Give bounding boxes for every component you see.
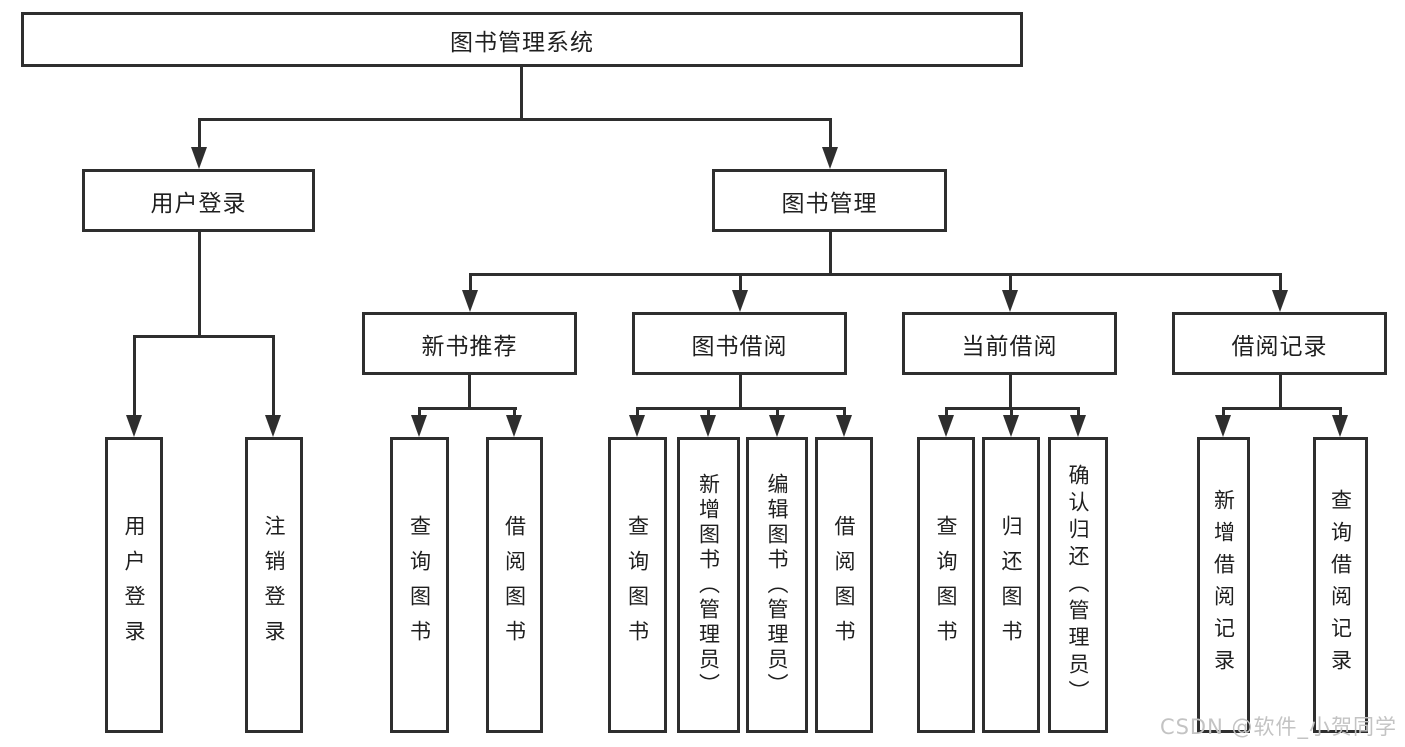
connector-records-drop2 <box>1339 407 1342 419</box>
leaf-query-books-current-label: 查询图书 <box>934 515 958 655</box>
arrowhead-down-icon <box>126 415 142 437</box>
leaf-query-books-borrow: 查询图书 <box>608 437 667 733</box>
arrowhead-down-icon <box>462 290 478 312</box>
arrowhead-down-icon <box>191 147 207 169</box>
connector-userlogin-split <box>133 335 275 338</box>
arrowhead-down-icon <box>1332 415 1348 437</box>
arrowhead-down-icon <box>1070 415 1086 437</box>
connector-bookmgmt-drop1 <box>469 273 472 293</box>
arrowhead-down-icon <box>1003 415 1019 437</box>
connector-bookmgmt-drop4 <box>1279 273 1282 293</box>
arrowhead-down-icon <box>1272 290 1288 312</box>
leaf-edit-books-admin: 编辑图书（管理员） <box>746 437 808 733</box>
connector-bookmgmt-split <box>469 273 1282 276</box>
connector-bookmgmt-stem <box>829 232 832 274</box>
leaf-add-books-admin-label: 新增图书（管理员） <box>696 472 721 698</box>
node-current-borrow: 当前借阅 <box>902 312 1117 375</box>
node-new-book-recommend: 新书推荐 <box>362 312 577 375</box>
connector-root-right-drop <box>829 118 832 151</box>
leaf-add-borrow-record: 新增借阅记录 <box>1197 437 1250 733</box>
arrowhead-down-icon <box>411 415 427 437</box>
connector-bookborrow-drop1 <box>636 407 639 419</box>
arrowhead-down-icon <box>732 290 748 312</box>
node-user-login: 用户登录 <box>82 169 315 232</box>
leaf-logout: 注销登录 <box>245 437 303 733</box>
leaf-query-books-recommend-label: 查询图书 <box>407 515 432 655</box>
connector-root-left-drop <box>198 118 201 151</box>
connector-currentborrow-stem <box>1009 375 1012 408</box>
leaf-query-books-recommend: 查询图书 <box>390 437 449 733</box>
leaf-confirm-return-admin: 确认归还（管理员） <box>1048 437 1108 733</box>
leaf-borrow-books-label: 借阅图书 <box>832 515 856 655</box>
connector-bookborrow-drop3 <box>776 407 779 419</box>
connector-userlogin-drop1 <box>133 335 136 419</box>
leaf-confirm-return-admin-label: 确认归还（管理员） <box>1066 463 1090 707</box>
connector-bookmgmt-drop3 <box>1009 273 1012 293</box>
node-book-management-label: 图书管理 <box>781 190 878 217</box>
connector-bookborrow-split <box>636 407 846 410</box>
leaf-return-books: 归还图书 <box>982 437 1040 733</box>
leaf-query-borrow-record-label: 查询借阅记录 <box>1328 489 1353 681</box>
connector-records-drop1 <box>1222 407 1225 419</box>
leaf-user-login-label: 用户登录 <box>122 515 146 655</box>
leaf-logout-label: 注销登录 <box>262 515 286 655</box>
connector-currentborrow-drop2 <box>1010 407 1013 419</box>
leaf-borrow-books-recommend-label: 借阅图书 <box>502 515 527 655</box>
arrowhead-down-icon <box>1002 290 1018 312</box>
leaf-query-books-borrow-label: 查询图书 <box>625 515 650 655</box>
leaf-query-borrow-record: 查询借阅记录 <box>1313 437 1368 733</box>
node-current-borrow-label: 当前借阅 <box>961 333 1058 360</box>
leaf-return-books-label: 归还图书 <box>999 515 1023 655</box>
leaf-edit-books-admin-label: 编辑图书（管理员） <box>765 472 789 698</box>
connector-records-stem <box>1279 375 1282 408</box>
arrowhead-down-icon <box>938 415 954 437</box>
arrowhead-down-icon <box>822 147 838 169</box>
connector-bookborrow-drop2 <box>707 407 710 419</box>
node-root-label: 图书管理系统 <box>450 29 594 56</box>
arrowhead-down-icon <box>769 415 785 437</box>
node-book-borrow: 图书借阅 <box>632 312 847 375</box>
connector-newbook-drop2 <box>513 407 516 419</box>
arrowhead-down-icon <box>506 415 522 437</box>
leaf-add-books-admin: 新增图书（管理员） <box>677 437 740 733</box>
node-new-book-recommend-label: 新书推荐 <box>421 333 518 360</box>
arrowhead-down-icon <box>629 415 645 437</box>
connector-newbook-stem <box>468 375 471 408</box>
connector-bookborrow-stem <box>739 375 742 408</box>
arrowhead-down-icon <box>265 415 281 437</box>
connector-userlogin-drop2 <box>272 335 275 419</box>
node-borrow-records: 借阅记录 <box>1172 312 1387 375</box>
node-book-borrow-label: 图书借阅 <box>691 333 788 360</box>
node-borrow-records-label: 借阅记录 <box>1231 333 1328 360</box>
node-root-system: 图书管理系统 <box>21 12 1023 67</box>
arrowhead-down-icon <box>836 415 852 437</box>
leaf-borrow-books: 借阅图书 <box>815 437 873 733</box>
leaf-add-borrow-record-label: 新增借阅记录 <box>1211 489 1236 681</box>
node-user-login-label: 用户登录 <box>150 190 247 217</box>
connector-newbook-drop1 <box>418 407 421 419</box>
connector-bookmgmt-drop2 <box>739 273 742 293</box>
watermark-text: CSDN @软件_小贺同学 <box>1159 715 1397 739</box>
leaf-user-login: 用户登录 <box>105 437 163 733</box>
connector-root-stem <box>520 67 523 119</box>
connector-currentborrow-drop3 <box>1077 407 1080 419</box>
arrowhead-down-icon <box>1215 415 1231 437</box>
connector-records-split <box>1222 407 1342 410</box>
leaf-query-books-current: 查询图书 <box>917 437 975 733</box>
connector-userlogin-stem <box>198 232 201 335</box>
connector-newbook-split <box>418 407 517 410</box>
connector-root-split <box>198 118 832 121</box>
arrowhead-down-icon <box>700 415 716 437</box>
node-book-management: 图书管理 <box>712 169 947 232</box>
leaf-borrow-books-recommend: 借阅图书 <box>486 437 543 733</box>
connector-bookborrow-drop4 <box>843 407 846 419</box>
connector-currentborrow-drop1 <box>945 407 948 419</box>
